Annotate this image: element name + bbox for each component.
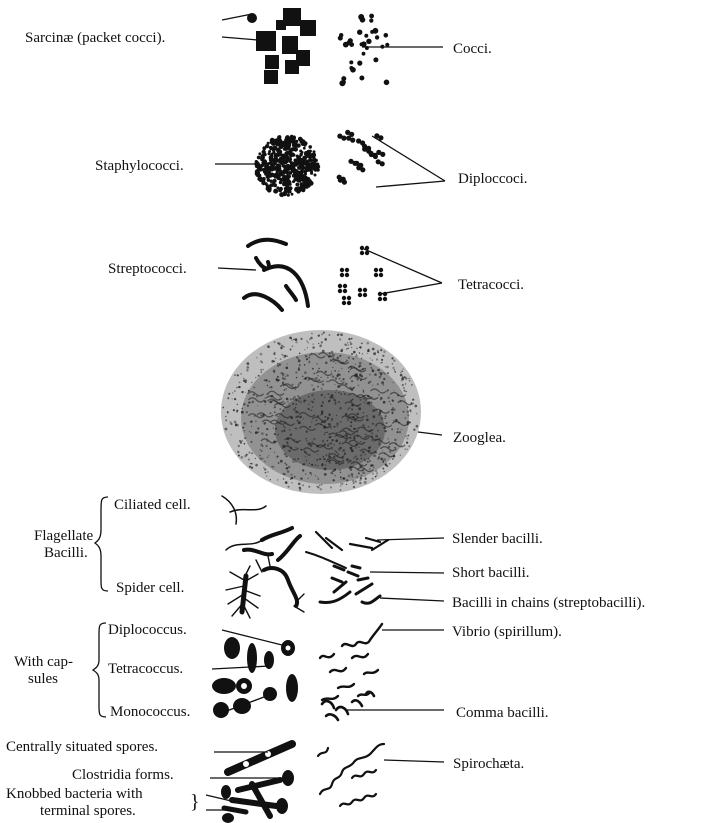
label-clostridia: Clostridia forms. — [72, 767, 174, 783]
slender-bacilli-leader — [377, 538, 444, 540]
spores-illustration — [221, 744, 294, 823]
label-short-bacilli: Short bacilli. — [452, 565, 530, 581]
label-streptococci: Streptococci. — [108, 261, 187, 277]
tetracocci-illustration — [338, 246, 387, 305]
zooglea-illustration — [221, 330, 421, 494]
label-spirochaeta: Spirochæta. — [453, 756, 524, 772]
label-with-capsules-2: sules — [28, 671, 58, 687]
flagellate-brace — [95, 497, 108, 591]
capsules-brace — [93, 623, 106, 717]
zooglea-leader — [418, 432, 442, 435]
label-bacilli-in-chains: Bacilli in chains (streptobacilli). — [452, 595, 645, 611]
label-spider-cell: Spider cell. — [116, 580, 184, 596]
staphylococci-illustration — [254, 135, 320, 197]
sarcinae-illustration — [247, 8, 316, 84]
label-flagellate-2: Bacilli. — [44, 545, 88, 561]
label-central-spores: Centrally situated spores. — [6, 739, 158, 755]
label-comma-bacilli: Comma bacilli. — [456, 705, 548, 721]
streptococci-illustration — [244, 240, 308, 310]
spirochaeta-leader — [384, 760, 444, 762]
short-bacilli-leader — [370, 572, 444, 573]
cocci-illustration — [338, 14, 390, 87]
vibrio-illustration — [320, 624, 382, 700]
diplococci-illustration — [337, 130, 386, 185]
label-cocci: Cocci. — [453, 41, 492, 57]
streptobacilli-leader — [380, 598, 444, 601]
ciliated-cell-illustration — [222, 496, 300, 560]
label-diplococcus: Diplococcus. — [108, 622, 187, 638]
label-monococcus: Monococcus. — [110, 704, 190, 720]
label-knobbed-2: terminal spores. — [40, 803, 136, 819]
spirochaeta-illustration — [318, 744, 384, 806]
label-flagellate-1: Flagellate — [34, 528, 93, 544]
knobbed-brace: } — [190, 791, 200, 813]
label-slender-bacilli: Slender bacilli. — [452, 531, 543, 547]
label-with-capsules-1: With cap- — [14, 654, 73, 670]
slender-bacilli-illustration — [306, 532, 388, 568]
label-sarcinae: Sarcinæ (packet cocci). — [25, 30, 165, 46]
label-staphylococci: Staphylococci. — [95, 158, 184, 174]
label-ciliated-cell: Ciliated cell. — [114, 497, 191, 513]
label-vibrio: Vibrio (spirillum). — [452, 624, 562, 640]
label-zooglea: Zooglea. — [453, 430, 506, 446]
label-tetracocci: Tetracocci. — [458, 277, 524, 293]
label-knobbed-1: Knobbed bacteria with — [6, 786, 143, 802]
label-diplococci: Diploccoci. — [458, 171, 528, 187]
short-bacilli-illustration — [332, 566, 368, 582]
capsule-cells-illustration — [212, 637, 298, 718]
spider-cell-illustration — [226, 556, 304, 618]
capsules-leaders — [212, 630, 286, 712]
label-tetracoccus: Tetracoccus. — [108, 661, 183, 677]
streptococci-leader — [218, 268, 256, 270]
streptobacilli-illustration — [320, 582, 380, 603]
comma-bacilli-illustration — [322, 692, 374, 720]
